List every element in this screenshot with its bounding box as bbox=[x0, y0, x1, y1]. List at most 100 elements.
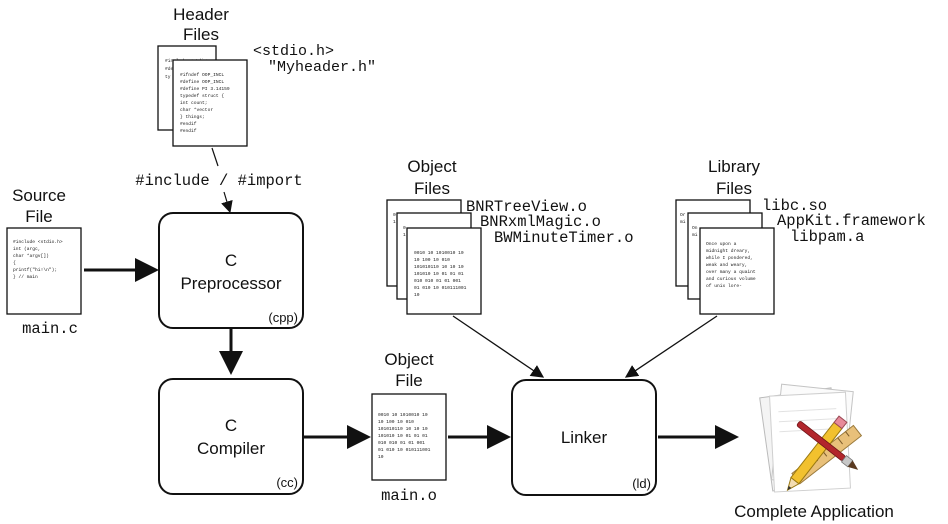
compiler-tag: (cc) bbox=[276, 475, 298, 490]
svg-text:mi: mi bbox=[680, 219, 686, 225]
svg-text:} // main: } // main bbox=[13, 274, 38, 280]
svg-text:0: 0 bbox=[403, 225, 406, 231]
svg-text:1: 1 bbox=[393, 219, 396, 225]
svg-text:typedef struct {: typedef struct { bbox=[180, 93, 224, 99]
source-file-group: Source File #include <stdio.h> int (argc… bbox=[6, 186, 82, 338]
svg-text:010 010 01 01 001: 010 010 01 01 001 bbox=[378, 440, 425, 446]
preprocessor-label-2: Preprocessor bbox=[180, 274, 281, 293]
object-files-group: Object Files 0 1 0 1 0010 10 1010010 10 … bbox=[386, 157, 634, 315]
libfiles-to-linker-arrow bbox=[624, 315, 718, 378]
svg-text:ty: ty bbox=[165, 74, 171, 80]
svg-text:Or: Or bbox=[680, 212, 686, 218]
library-files-code: Once upon a midnight dreary, while I pon… bbox=[706, 241, 756, 289]
svg-text:010 010 01 01 001: 010 010 01 01 001 bbox=[414, 278, 461, 284]
svg-text:int count;: int count; bbox=[180, 100, 208, 106]
source-file-code: #include <stdio.h> int (argc, char *argv… bbox=[13, 239, 63, 280]
source-file-title-2: File bbox=[25, 207, 52, 226]
library-name-libpam: libpam.a bbox=[790, 228, 864, 246]
svg-text:mi: mi bbox=[692, 232, 698, 238]
library-files-title-2: Files bbox=[716, 179, 752, 198]
object-files-title-1: Object bbox=[407, 157, 456, 176]
svg-text:#include <stdio.h>: #include <stdio.h> bbox=[13, 239, 63, 245]
object-file-group: Object File 0010 10 1010010 10 10 100 10… bbox=[371, 350, 447, 505]
header-name-myheader: "Myheader.h" bbox=[268, 59, 376, 76]
header-files-group: Header Files #include <stdio> #de ty #if… bbox=[157, 5, 376, 147]
svg-text:while I pondered,: while I pondered, bbox=[706, 255, 753, 261]
source-file-title-1: Source bbox=[12, 186, 66, 205]
source-filename: main.c bbox=[22, 320, 78, 338]
svg-text:10 100 10 010: 10 100 10 010 bbox=[414, 257, 450, 263]
header-files-title-1: Header bbox=[173, 5, 229, 24]
svg-text:10: 10 bbox=[378, 454, 384, 460]
include-line-top bbox=[211, 147, 219, 167]
object-file-title-2: File bbox=[395, 371, 422, 390]
linker-tag: (ld) bbox=[632, 476, 651, 491]
compiler-label-1: C bbox=[225, 416, 237, 435]
header-name-stdio: <stdio.h> bbox=[253, 43, 334, 60]
svg-text:char *argv[]): char *argv[]) bbox=[13, 253, 49, 259]
linker-box: Linker (ld) bbox=[511, 379, 657, 496]
object-filename: main.o bbox=[381, 487, 437, 505]
object-file-doc bbox=[371, 393, 447, 481]
svg-text:101010 10 01 01 01: 101010 10 01 01 01 bbox=[378, 433, 428, 439]
object-name-minutetimer: BWMinuteTimer.o bbox=[494, 229, 634, 247]
svg-text:#define OOP_INCL: #define OOP_INCL bbox=[180, 79, 224, 85]
objfiles-to-linker-arrow bbox=[452, 315, 545, 378]
svg-text:On: On bbox=[692, 225, 698, 231]
library-files-doc-front bbox=[699, 227, 775, 315]
svg-text:printf("hi!\n");: printf("hi!\n"); bbox=[13, 267, 57, 273]
svg-text:#endif: #endif bbox=[180, 128, 197, 134]
svg-text:#endif: #endif bbox=[180, 121, 197, 127]
header-file-doc-front bbox=[172, 59, 248, 147]
svg-text:Once upon a: Once upon a bbox=[706, 241, 737, 247]
svg-text:of unix lore-: of unix lore- bbox=[706, 283, 742, 289]
object-files-code: 0010 10 1010010 10 10 100 10 010 1010101… bbox=[414, 250, 467, 298]
preprocessor-tag: (cpp) bbox=[268, 310, 298, 325]
svg-text:char *vector: char *vector bbox=[180, 107, 213, 113]
source-file-doc bbox=[6, 227, 82, 315]
library-files-title-1: Library bbox=[708, 157, 760, 176]
svg-text:01 010 10 010111001: 01 010 10 010111001 bbox=[414, 285, 467, 291]
header-file-code: #ifndef OOP_INCL #define OOP_INCL #defin… bbox=[180, 72, 230, 134]
svg-text:int (argc,: int (argc, bbox=[13, 246, 41, 252]
preprocessor-label-1: C bbox=[225, 251, 237, 270]
library-name-appkit: AppKit.framework bbox=[777, 212, 926, 230]
svg-text:#ifndef OOP_INCL: #ifndef OOP_INCL bbox=[180, 72, 224, 78]
library-name-libc: libc.so bbox=[762, 197, 827, 215]
include-import-label: #include / #import bbox=[135, 172, 302, 190]
compiler-label-2: Compiler bbox=[197, 439, 265, 458]
svg-text:101010110 10 10 10: 101010110 10 10 10 bbox=[414, 264, 464, 270]
application-icon bbox=[759, 383, 863, 493]
svg-text:and curious volume: and curious volume bbox=[706, 276, 756, 282]
linker-label: Linker bbox=[561, 428, 608, 447]
preprocessor-box: C Preprocessor (cpp) bbox=[158, 212, 304, 329]
library-files-group: Library Files Or mi On mi Once upon a mi… bbox=[675, 157, 926, 315]
object-files-title-2: Files bbox=[414, 179, 450, 198]
header-files-title-2: Files bbox=[183, 25, 219, 44]
svg-text:#define PI 3.14159: #define PI 3.14159 bbox=[180, 86, 230, 92]
compiler-box: C Compiler (cc) bbox=[158, 378, 304, 495]
svg-text:midnight dreary,: midnight dreary, bbox=[706, 248, 750, 254]
object-file-title-1: Object bbox=[384, 350, 433, 369]
svg-text:weak and weary,: weak and weary, bbox=[706, 262, 747, 268]
svg-text:over many a quaint: over many a quaint bbox=[706, 269, 756, 275]
svg-text:01 010 10 010111001: 01 010 10 010111001 bbox=[378, 447, 431, 453]
svg-text:0010 10 1010010 10: 0010 10 1010010 10 bbox=[378, 412, 428, 418]
svg-text:} things;: } things; bbox=[180, 114, 205, 120]
svg-text:0: 0 bbox=[393, 212, 396, 218]
svg-text:#de: #de bbox=[165, 66, 174, 72]
svg-text:0010 10 1010010 10: 0010 10 1010010 10 bbox=[414, 250, 464, 256]
svg-text:101010110 10 10 10: 101010110 10 10 10 bbox=[378, 426, 428, 432]
svg-text:1: 1 bbox=[403, 232, 406, 238]
object-name-xmlmagic: BNRxmlMagic.o bbox=[480, 213, 601, 231]
complete-application-label: Complete Application bbox=[734, 502, 894, 521]
svg-text:10: 10 bbox=[414, 292, 420, 298]
svg-text:10 100 10 010: 10 100 10 010 bbox=[378, 419, 414, 425]
svg-text:101010 10 01 01 01: 101010 10 01 01 01 bbox=[414, 271, 464, 277]
include-arrow bbox=[221, 191, 233, 214]
object-files-doc-front bbox=[406, 227, 482, 315]
object-name-treeview: BNRTreeView.o bbox=[466, 198, 587, 216]
svg-text:{: { bbox=[13, 260, 16, 266]
object-file-code: 0010 10 1010010 10 10 100 10 010 1010101… bbox=[378, 412, 431, 460]
